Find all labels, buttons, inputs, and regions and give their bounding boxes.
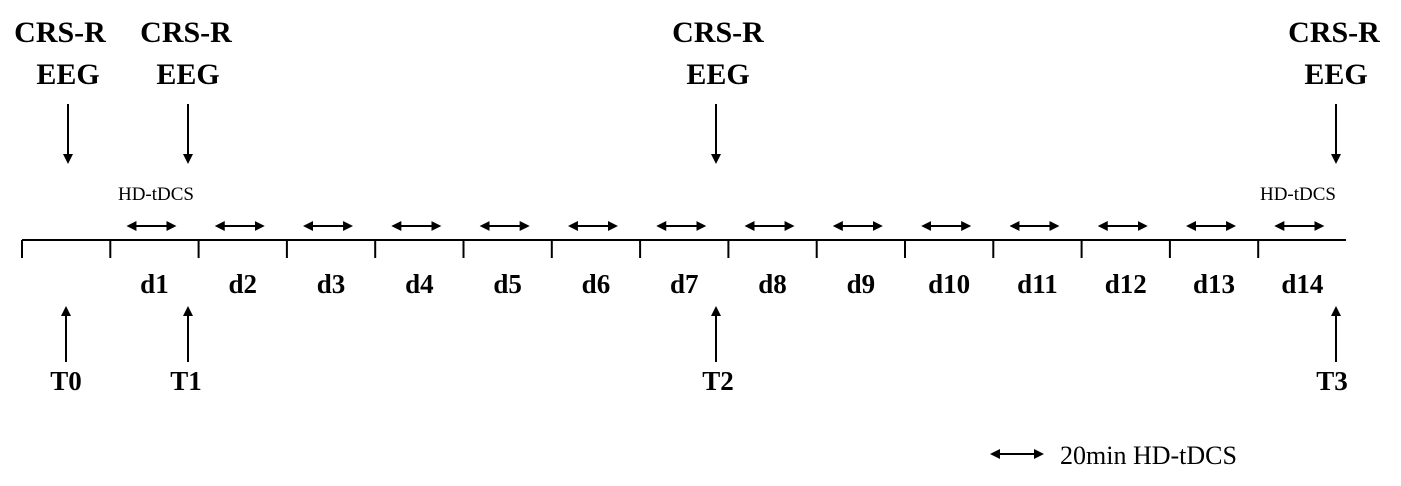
timepoint-group-t2: T2 — [702, 306, 734, 396]
assessment-label-crs-r: CRS-R — [672, 16, 764, 49]
day-labels: d1 d2 d3 d4 d5 d6 d7 d8 d9 d10 d11 d12 d13 d14 — [140, 269, 1323, 299]
day-label: d9 — [847, 269, 876, 299]
stimulation-label: HD-tDCS — [118, 184, 194, 205]
assessment-group-t0: CRS-R EEG — [14, 16, 106, 164]
assessment-label-eeg: EEG — [156, 58, 219, 91]
legend: 20min HD-tDCS — [990, 441, 1237, 470]
timepoint-label: T2 — [702, 366, 734, 396]
assessment-group-t1: CRS-R EEG — [140, 16, 232, 164]
timepoint-label: T0 — [50, 366, 82, 396]
legend-label: 20min HD-tDCS — [1060, 441, 1237, 470]
timepoint-group-t3: T3 — [1316, 306, 1348, 396]
assessment-label-crs-r: CRS-R — [1288, 16, 1380, 49]
timepoint-label: T1 — [170, 366, 202, 396]
assessment-label-crs-r: CRS-R — [140, 16, 232, 49]
day-label: d2 — [228, 269, 257, 299]
day-label: d3 — [317, 269, 346, 299]
timepoint-group-t1: T1 — [170, 306, 202, 396]
assessment-group-t3: CRS-R EEG — [1288, 16, 1380, 164]
assessment-label-eeg: EEG — [36, 58, 99, 91]
day-label: d14 — [1281, 269, 1323, 299]
assessment-group-t2: CRS-R EEG — [672, 16, 764, 164]
assessment-label-crs-r: CRS-R — [14, 16, 106, 49]
day-label: d12 — [1105, 269, 1147, 299]
assessment-label-eeg: EEG — [686, 58, 749, 91]
day-label: d7 — [670, 269, 699, 299]
day-label: d5 — [493, 269, 522, 299]
assessment-label-eeg: EEG — [1304, 58, 1367, 91]
day-label: d6 — [582, 269, 611, 299]
day-label: d10 — [928, 269, 970, 299]
day-label: d11 — [1017, 269, 1058, 299]
day-label: d13 — [1193, 269, 1235, 299]
timepoint-label: T3 — [1316, 366, 1348, 396]
day-label: d8 — [758, 269, 787, 299]
stimulation-label: HD-tDCS — [1260, 184, 1336, 205]
day-label: d1 — [140, 269, 169, 299]
day-label: d4 — [405, 269, 434, 299]
timeline-ticks — [21, 240, 1260, 258]
timepoint-group-t0: T0 — [50, 306, 82, 396]
